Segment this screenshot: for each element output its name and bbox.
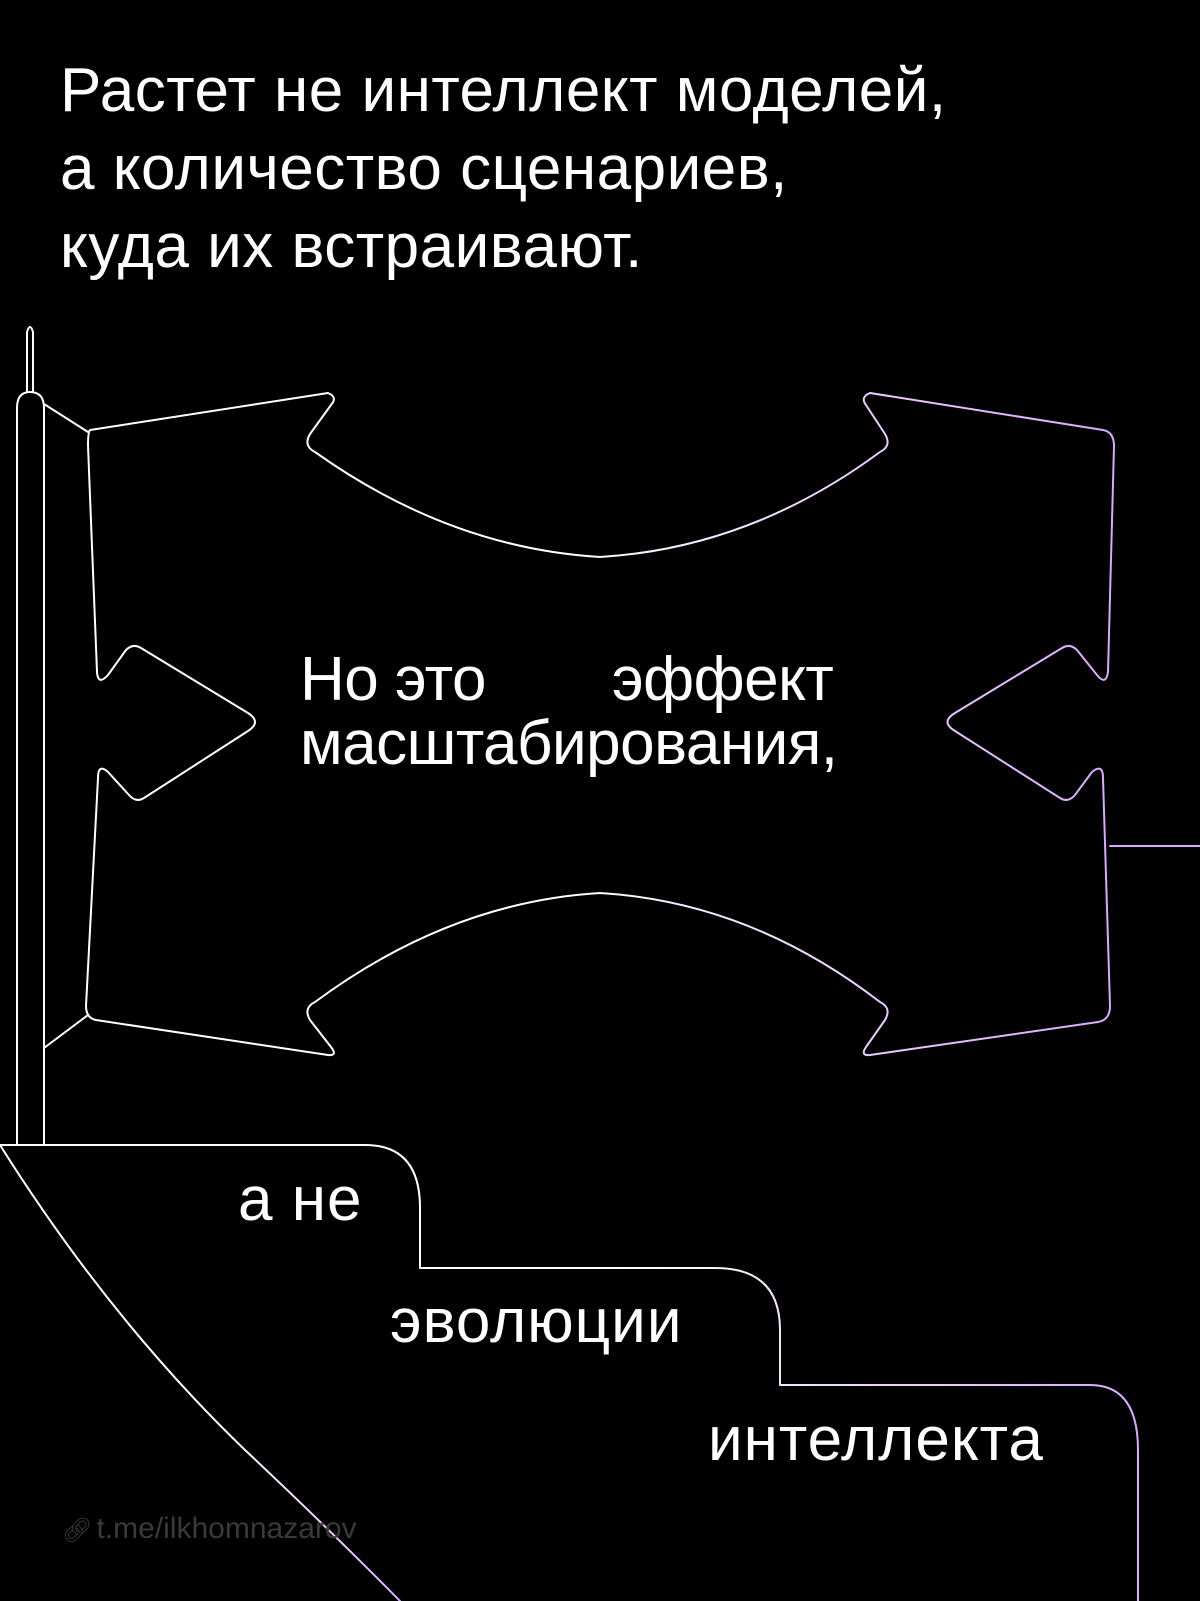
watermark-text: t.me/ilkhomnazarov — [96, 1512, 357, 1545]
center-caption-row-1: Но это эффект — [300, 648, 838, 712]
headline: Растет не интеллект моделей, а количеств… — [60, 52, 1160, 286]
center-word-2: эффект — [611, 645, 834, 714]
stair-label-1: а не — [238, 1165, 363, 1234]
headline-line-3: куда их встраивают. — [60, 212, 643, 281]
headline-line-2: а количество сценариев, — [60, 134, 788, 203]
center-caption: Но это эффект масштабирования, — [300, 648, 838, 776]
stair-label-3: интеллекта — [708, 1405, 1044, 1474]
center-word-1: Но это — [300, 645, 486, 714]
stair-label-2: эволюции — [390, 1287, 683, 1356]
staircase — [0, 1144, 1139, 1601]
center-caption-row-2: масштабирования, — [300, 709, 838, 778]
flag-arrows-shape — [85, 392, 1115, 1057]
watermark: 🔗︎t.me/ilkhomnazarov — [62, 1511, 357, 1549]
link-icon: 🔗︎ — [62, 1517, 93, 1544]
headline-line-1: Растет не интеллект моделей, — [60, 56, 947, 125]
flag-pole — [16, 326, 89, 1146]
